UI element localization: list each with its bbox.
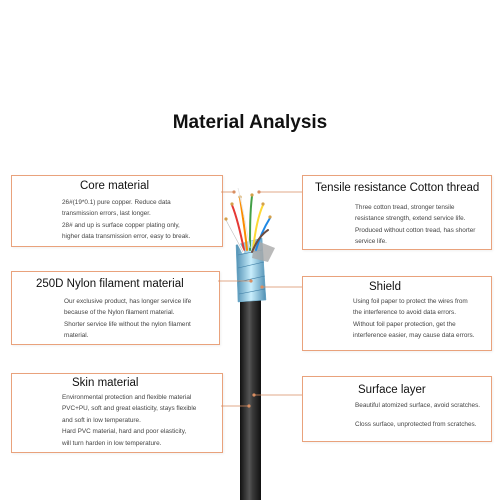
shield-card: Shield Using foil paper to protect the w… [302, 276, 492, 351]
cable-jacket [240, 300, 261, 500]
skin-material-title: Skin material [72, 377, 139, 389]
nylon-filament-title: 250D Nylon filament material [36, 278, 184, 290]
copper-tips [224, 193, 272, 221]
surface-layer-description: Beautiful atomized surface, avoid scratc… [355, 402, 481, 429]
page-title: Material Analysis [172, 112, 328, 133]
skin-material-card: Skin material Environmental protection a… [11, 373, 223, 453]
nylon-filament-card: 250D Nylon filament material Our exclusi… [11, 271, 220, 345]
tensile-thread-card: Tensile resistance Cotton thread Three c… [302, 175, 492, 250]
shield-title: Shield [369, 281, 401, 293]
leader-dots [232, 190, 264, 408]
inner-wires [224, 195, 271, 254]
nylon-filament-description: Our exclusive product, has longer servic… [64, 298, 192, 340]
core-material-title: Core material [80, 180, 150, 192]
surface-layer-card: Surface layer Beautiful atomized surface… [302, 376, 492, 442]
core-material-description: 26#(19*0.1) pure copper. Reduce data tra… [62, 199, 191, 241]
skin-material-description: Environmental protection and flexible ma… [62, 394, 197, 447]
surface-layer-title: Surface layer [358, 384, 426, 396]
leader-lines [218, 191, 302, 407]
tensile-thread-title: Tensile resistance Cotton thread [315, 182, 480, 194]
tensile-thread-description: Three cotton tread, stronger tensile res… [355, 204, 476, 246]
core-material-card: Core material 26#(19*0.1) pure copper. R… [11, 175, 223, 247]
shield-description: Using foil paper to protect the wires fr… [353, 298, 475, 340]
